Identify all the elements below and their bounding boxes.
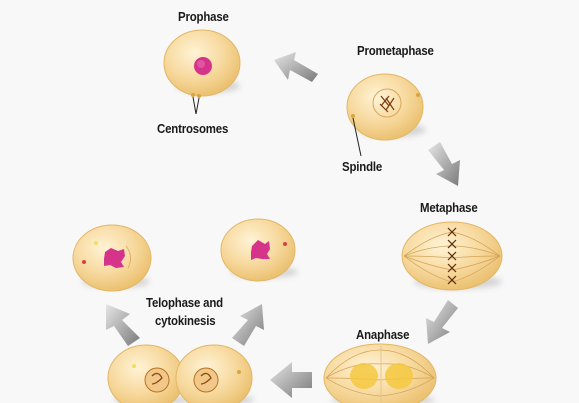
label-telophase-line1: Telophase and — [146, 295, 223, 310]
daughter-cell-right — [220, 218, 298, 282]
centrosome-left — [191, 93, 195, 97]
spindle-pole-left — [351, 114, 355, 118]
arrow-telophase-left-up — [106, 304, 140, 346]
label-centrosomes: Centrosomes — [157, 121, 229, 136]
arrow-prometaphase-to-metaphase — [428, 142, 460, 186]
daughter-cell-left — [72, 224, 152, 292]
label-metaphase: Metaphase — [420, 200, 478, 215]
centrosome-right — [197, 94, 201, 98]
arrow-anaphase-to-telophase — [270, 362, 312, 398]
prometaphase-cell — [346, 73, 426, 157]
label-prophase: Prophase — [178, 9, 229, 24]
metaphase-cell — [401, 221, 503, 291]
metaphase-chromosomes — [447, 227, 457, 285]
anaphase-cell — [323, 343, 437, 403]
chromatid-group-left — [350, 363, 378, 389]
label-telophase-line2: cytokinesis — [155, 313, 216, 328]
label-anaphase: Anaphase — [356, 327, 410, 342]
label-prometaphase: Prometaphase — [357, 43, 434, 58]
arrow-prophase-to-prometaphase — [274, 52, 318, 82]
arrow-telophase-right-up — [232, 304, 264, 346]
telophase-cells — [107, 344, 254, 403]
spindle-pointer — [352, 117, 362, 157]
spindle-fibers — [403, 231, 501, 283]
label-spindle: Spindle — [342, 159, 383, 174]
chromatid-group-right — [385, 363, 413, 389]
centrosome-pointer-right — [195, 97, 200, 115]
arrow-metaphase-to-anaphase — [426, 300, 458, 344]
prophase-cell — [163, 29, 241, 115]
chromosomes — [379, 95, 395, 113]
spindle-pole-right — [416, 93, 420, 97]
centrosome-pointer-left — [192, 96, 197, 115]
